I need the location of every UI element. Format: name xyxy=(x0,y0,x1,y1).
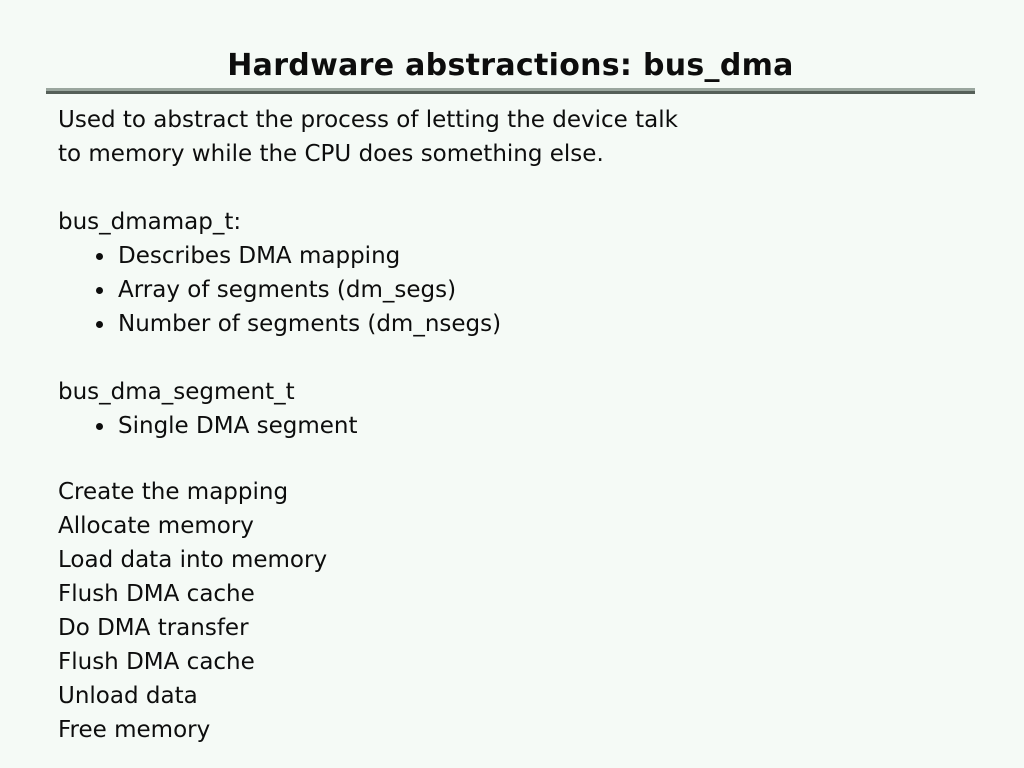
step-item: Load data into memory xyxy=(58,547,328,573)
title-divider xyxy=(46,88,975,94)
list-item: Array of segments (dm_segs) xyxy=(58,273,988,307)
bullet-icon xyxy=(96,423,103,430)
bullet-icon xyxy=(96,287,103,294)
slide-body: Used to abstract the process of letting … xyxy=(58,103,988,747)
section-heading-dmamap: bus_dmamap_t: xyxy=(58,209,242,235)
page-title: Hardware abstractions: bus_dma xyxy=(227,48,794,83)
list-item-label: Array of segments (dm_segs) xyxy=(118,277,457,303)
intro-line: to memory while the CPU does something e… xyxy=(58,141,604,167)
list-item: Describes DMA mapping xyxy=(58,239,988,273)
section-heading-segment: bus_dma_segment_t xyxy=(58,379,295,405)
divider-bottom-edge xyxy=(46,91,975,94)
intro-line: Used to abstract the process of letting … xyxy=(58,107,678,133)
bullet-icon xyxy=(96,253,103,260)
list-item-label: Number of segments (dm_nsegs) xyxy=(118,311,502,337)
divider-top-edge xyxy=(46,88,975,91)
step-item: Create the mapping xyxy=(58,479,289,505)
spacer xyxy=(58,443,988,475)
spacer xyxy=(58,171,988,205)
spacer xyxy=(58,341,988,375)
bullet-icon xyxy=(96,321,103,328)
list-item-label: Single DMA segment xyxy=(118,413,358,439)
list-item: Single DMA segment xyxy=(58,409,988,443)
step-item: Free memory xyxy=(58,717,211,743)
step-item: Allocate memory xyxy=(58,513,254,539)
step-item: Unload data xyxy=(58,683,198,709)
step-item: Flush DMA cache xyxy=(58,649,255,675)
step-item: Flush DMA cache xyxy=(58,581,255,607)
list-item: Number of segments (dm_nsegs) xyxy=(58,307,988,341)
list-item-label: Describes DMA mapping xyxy=(118,243,401,269)
step-item: Do DMA transfer xyxy=(58,615,249,641)
